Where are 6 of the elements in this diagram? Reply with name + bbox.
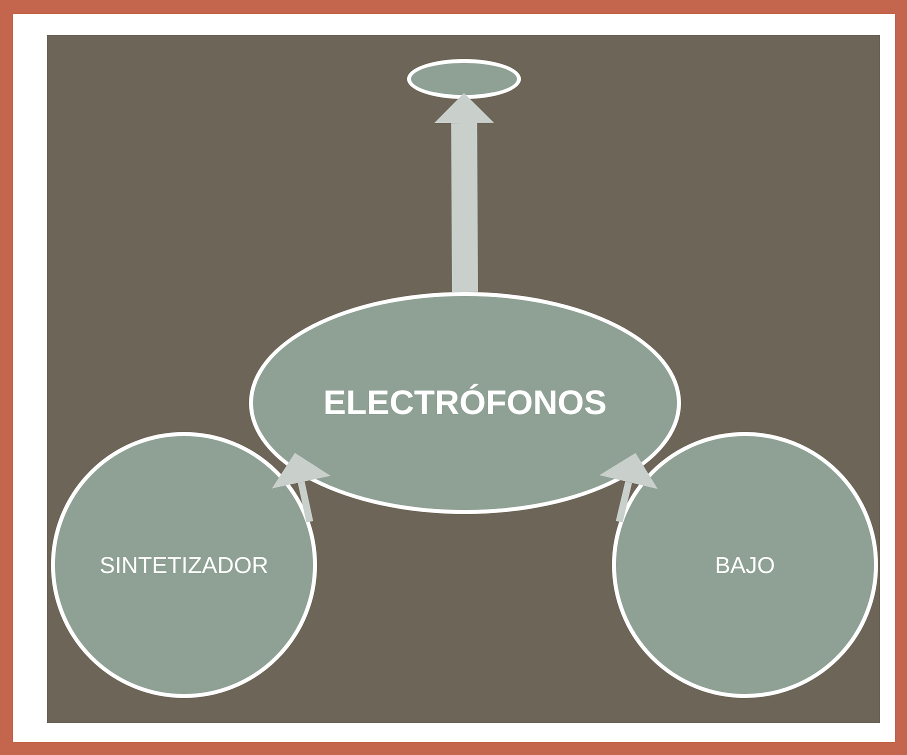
node-label: SINTETIZADOR	[98, 550, 270, 580]
arrow	[434, 93, 494, 292]
node-label: ELECTRÓFONOS	[322, 382, 608, 424]
arrow	[272, 452, 331, 522]
arrow	[599, 452, 658, 522]
node-label: BAJO	[714, 550, 776, 580]
